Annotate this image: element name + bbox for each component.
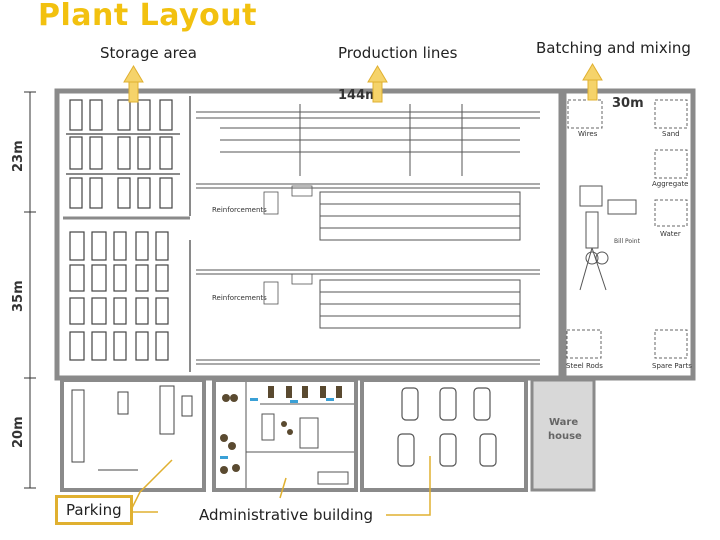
admin-building-walls — [212, 378, 358, 492]
water-room-label: Water — [660, 230, 681, 238]
storage-area-label: Storage area — [100, 44, 197, 62]
reinforcements-note-2: Reinforcements — [212, 294, 267, 302]
parking-vehicles — [71, 385, 193, 471]
dimension-35m: 35m — [11, 280, 26, 312]
warehouse-block — [530, 378, 596, 492]
parking-callout-label: Parking — [55, 495, 133, 525]
spare-parts-room-label: Spare Parts — [652, 362, 692, 370]
storage-racks-upper — [66, 99, 180, 209]
production-arrow-icon — [367, 65, 388, 103]
left-dimension-line — [24, 91, 36, 489]
storage-racks-lower — [69, 231, 169, 361]
dimension-30m: 30m — [612, 96, 644, 111]
admin-building-rooms — [245, 382, 354, 488]
car-parking-lot — [360, 378, 528, 492]
dimension-144m: 144m — [338, 88, 379, 103]
material-bins — [566, 99, 688, 359]
batching-arrow-icon — [582, 63, 603, 101]
steel-rods-room-label: Steel Rods — [566, 362, 603, 370]
page-title: Plant Layout — [38, 0, 257, 33]
production-lines-label: Production lines — [338, 44, 458, 62]
warehouse-label-line2: house — [548, 431, 582, 442]
parking-area — [60, 378, 206, 492]
stacked-material-blocks — [263, 185, 313, 305]
storage-arrow-icon — [123, 65, 144, 103]
batching-equipment — [579, 185, 637, 291]
bill-point-note: Bill Point — [614, 238, 641, 245]
production-lines — [196, 104, 540, 365]
dimension-23m: 23m — [11, 140, 26, 172]
parked-cars — [397, 387, 497, 467]
admin-office-furniture — [220, 386, 342, 474]
wires-room-label: Wires — [578, 130, 598, 138]
batching-mixing-label: Batching and mixing — [536, 39, 691, 57]
sand-room-label: Sand — [662, 130, 680, 138]
aggregate-room-label: Aggregate — [652, 180, 689, 188]
admin-accent-fixtures — [220, 398, 334, 459]
dimension-20m: 20m — [11, 416, 26, 448]
administrative-building-label: Administrative building — [199, 506, 374, 524]
callout-lines — [129, 456, 431, 516]
warehouse-label-line1: Ware — [549, 417, 578, 428]
reinforcements-note-1: Reinforcements — [212, 206, 267, 214]
